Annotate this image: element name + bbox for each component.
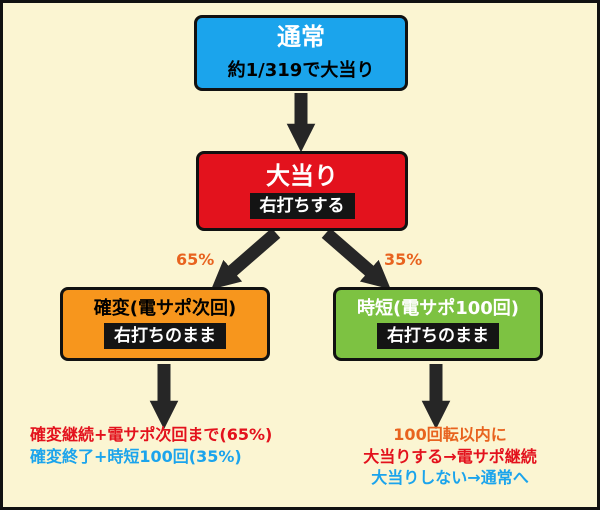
kakuhen-note-continue: 確変継続+電サポ次回まで(65%) bbox=[30, 425, 273, 444]
kakuhen-title: 確変(電サポ次回) bbox=[93, 297, 237, 319]
jitan-note-miss: 大当りしない→通常へ bbox=[371, 468, 529, 488]
jitan-note-condition: 100回転以内に bbox=[393, 425, 507, 444]
normal-title: 通常 bbox=[277, 22, 325, 51]
arrow-bonus-to-kakuhen bbox=[211, 228, 281, 290]
bonus-tag: 右打ちする bbox=[249, 193, 355, 220]
node-bonus: 大当り 右打ちする bbox=[196, 151, 408, 231]
arrow-bonus-to-jitan bbox=[321, 228, 391, 290]
jitan-note-hit: 大当りする→電サポ継続 bbox=[363, 446, 537, 466]
jitan-tag: 右打ちのまま bbox=[377, 322, 499, 350]
jitan-notes: 100回転以内に 大当りする→電サポ継続 大当りしない→通常へ bbox=[330, 424, 570, 489]
left-branch-percent: 65% bbox=[176, 250, 215, 269]
node-normal: 通常 約1/319で大当り bbox=[194, 15, 408, 91]
kakuhen-tag: 右打ちのまま bbox=[104, 322, 226, 350]
right-branch-percent: 35% bbox=[384, 250, 423, 269]
node-jitan: 時短(電サポ100回) 右打ちのまま bbox=[333, 287, 543, 361]
kakuhen-note-end: 確変終了+時短100回(35%) bbox=[30, 446, 242, 466]
bonus-title: 大当り bbox=[266, 161, 338, 190]
node-kakuhen: 確変(電サポ次回) 右打ちのまま bbox=[60, 287, 270, 361]
jitan-title: 時短(電サポ100回) bbox=[356, 297, 520, 319]
kakuhen-notes: 確変継続+電サポ次回まで(65%) 確変終了+時短100回(35%) bbox=[30, 424, 272, 467]
normal-probability: 約1/319で大当り bbox=[227, 60, 375, 82]
